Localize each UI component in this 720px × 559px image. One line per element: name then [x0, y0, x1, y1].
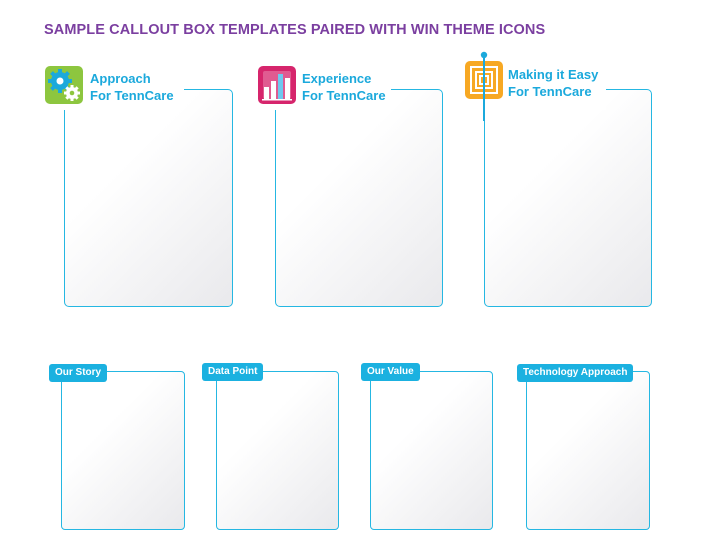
callout-box-our-story — [61, 371, 185, 530]
gears-icon — [45, 66, 83, 104]
callout-box-our-value — [370, 371, 493, 530]
callout-label-easy: Making it Easy For TennCare — [508, 66, 598, 100]
callout-subtitle-experience: For TennCare — [302, 88, 386, 103]
callout-title-experience: Experience — [302, 71, 372, 86]
callout-subtitle-approach: For TennCare — [90, 88, 174, 103]
callout-tag-our-value: Our Value — [361, 363, 420, 381]
callout-box-data-point — [216, 371, 339, 530]
callout-tag-data-point: Data Point — [202, 363, 264, 381]
maze-path-line-icon — [480, 51, 488, 121]
page-title: SAMPLE CALLOUT BOX TEMPLATES PAIRED WITH… — [44, 22, 546, 38]
callout-box-easy — [484, 89, 652, 307]
callout-box-experience — [275, 89, 443, 307]
callout-subtitle-easy: For TennCare — [508, 84, 592, 99]
bar-chart-icon — [258, 66, 296, 104]
callout-box-approach — [64, 89, 233, 307]
callout-title-approach: Approach — [90, 71, 151, 86]
callout-title-easy: Making it Easy — [508, 67, 599, 82]
callout-label-experience: Experience For TennCare — [302, 70, 386, 104]
callout-tag-our-story: Our Story — [49, 364, 108, 382]
callout-tag-technology-approach: Technology Approach — [517, 364, 634, 382]
callout-label-approach: Approach For TennCare — [90, 70, 174, 104]
callout-box-technology-approach — [526, 371, 650, 530]
